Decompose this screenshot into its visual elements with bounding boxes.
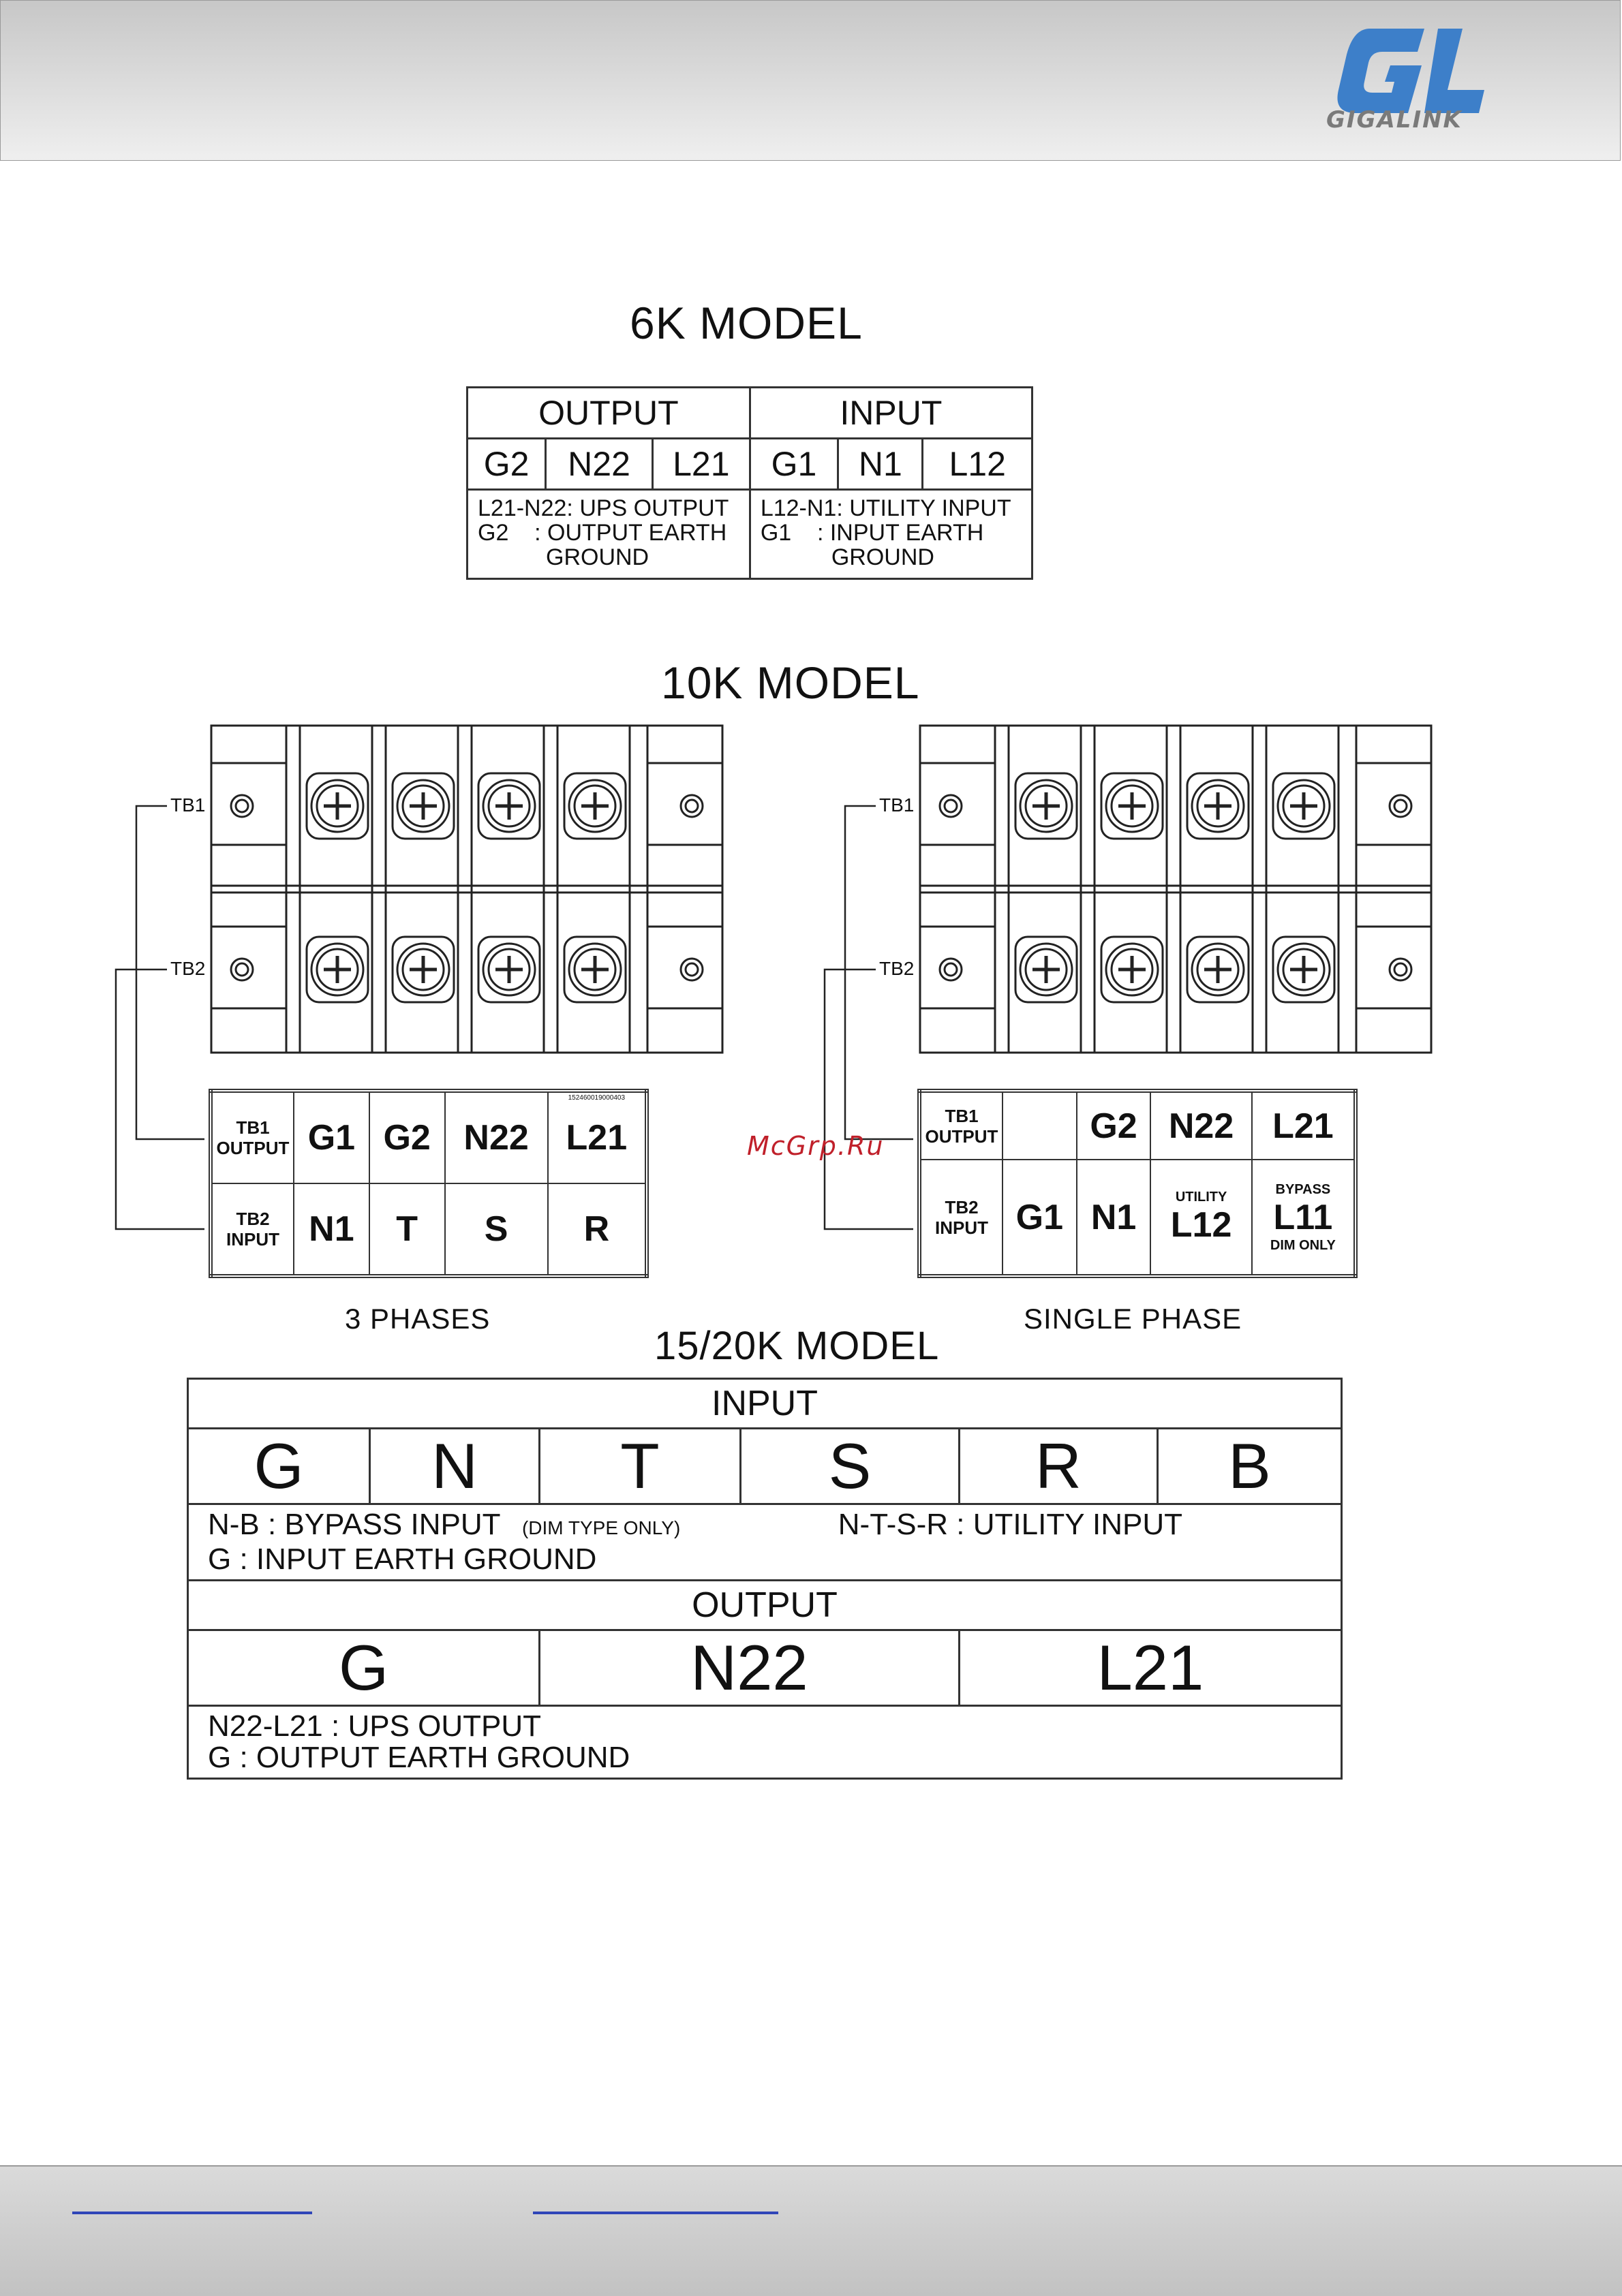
terminal-cell: N1 [837, 437, 924, 491]
tb2-input-label: TB2 INPUT [210, 1183, 294, 1277]
label-line: OUTPUT [216, 1138, 290, 1158]
dim-only-label: DIM ONLY [1270, 1237, 1336, 1253]
bypass-note: N-B : BYPASS INPUT (DIM TYPE ONLY) [208, 1509, 680, 1544]
note-line: L12-N1: UTILITY INPUT [760, 495, 1011, 521]
three-phase-caption: 3 PHASES [345, 1303, 491, 1335]
single-phase-table: TB1 OUTPUT G2 N22 L21 TB2 INPUT G1 N1 UT… [917, 1089, 1358, 1278]
label-line: TB1 [236, 1117, 270, 1138]
terminal-cell: B [1157, 1427, 1343, 1505]
terminal-cell: T [368, 1183, 446, 1277]
tb1-label-right: TB1 [879, 794, 915, 816]
input-note: L12-N1: UTILITY INPUT G1 : INPUT EARTH G… [748, 488, 1034, 580]
terminal-cell: N22 [545, 437, 654, 491]
label-line: INPUT [935, 1217, 988, 1238]
model-6k-table: OUTPUT INPUT G2 N22 L21 G1 N1 L12 L21-N2… [465, 386, 1034, 580]
page-footer [0, 2165, 1622, 2296]
terminal-label: L11 [1273, 1197, 1333, 1237]
three-phase-legend: TB1 OUTPUT G1 G2 N22 152460019000403 L21… [209, 1089, 649, 1278]
tb1-output-label: TB1 OUTPUT [210, 1090, 294, 1184]
terminal-cell: G [186, 1427, 371, 1505]
terminal-cell [1002, 1089, 1077, 1161]
terminal-cell: T [538, 1427, 742, 1505]
terminal-cell: G2 [1075, 1089, 1152, 1161]
terminal-block-drawing-right [823, 724, 1433, 1230]
note-text: N-B : BYPASS INPUT [208, 1508, 500, 1541]
terminal-cell: G2 [465, 437, 547, 491]
note-line: G2 : OUTPUT EARTH [478, 520, 727, 546]
dim-type-note: (DIM TYPE ONLY) [521, 1517, 681, 1538]
utility-note: N-T-S-R : UTILITY INPUT [838, 1508, 1182, 1541]
output-header: OUTPUT [466, 386, 751, 439]
terminal-cell: N22 [1150, 1089, 1253, 1161]
gigalink-logo-icon [1337, 29, 1484, 113]
note-line: G : INPUT EARTH GROUND [208, 1542, 597, 1576]
note-line: GROUND [546, 544, 649, 570]
bypass-label: BYPASS [1275, 1181, 1331, 1197]
note-line: N22-L21 : UPS OUTPUT [208, 1709, 542, 1743]
output-note: N22-L21 : UPS OUTPUT G : OUTPUT EARTH GR… [187, 1705, 1343, 1780]
model-15k-title: 15/20K MODEL [654, 1324, 940, 1368]
output-header: OUTPUT [187, 1579, 1343, 1631]
note-line: L21-N22: UPS OUTPUT [478, 495, 729, 521]
terminal-block-drawing-left [114, 724, 724, 1230]
model-6k-title: 6K MODEL [630, 298, 863, 348]
terminal-cell: L21 [651, 437, 751, 491]
tb1-output-label: TB1 OUTPUT [919, 1089, 1003, 1161]
terminal-cell: G [187, 1629, 540, 1707]
terminal-cell: UTILITY L12 [1150, 1159, 1253, 1277]
label-line: TB1 [945, 1105, 979, 1126]
terminal-cell: N [369, 1427, 540, 1505]
terminal-cell: G1 [293, 1090, 370, 1184]
tb1-label-left: TB1 [170, 794, 206, 816]
terminal-cell: S [739, 1427, 960, 1505]
gigalink-logo: GIGALINK [1322, 25, 1499, 134]
terminal-cell: G2 [368, 1090, 446, 1184]
terminal-cell: N1 [293, 1183, 370, 1277]
label-line: INPUT [226, 1229, 279, 1250]
terminal-label: L21 [566, 1118, 628, 1158]
note-line: G : OUTPUT EARTH GROUND [208, 1741, 630, 1774]
input-note: N-B : BYPASS INPUT (DIM TYPE ONLY) N-T-S… [187, 1503, 1343, 1581]
label-line: OUTPUT [925, 1126, 998, 1147]
three-phase-table: TB1 OUTPUT G1 G2 N22 152460019000403 L21… [209, 1089, 649, 1278]
terminal-cell: L21 [1251, 1089, 1357, 1161]
terminal-cell: N22 [444, 1090, 549, 1184]
terminal-cell: L21 [958, 1629, 1343, 1707]
terminal-cell: G1 [748, 437, 840, 491]
model-10k-title: 10K MODEL [661, 657, 920, 708]
logo-wordmark: GIGALINK [1326, 106, 1463, 134]
terminal-cell: L12 [921, 437, 1033, 491]
input-header: INPUT [748, 386, 1034, 439]
terminal-cell: G1 [1002, 1159, 1077, 1277]
terminal-cell: BYPASS L11 DIM ONLY [1251, 1159, 1357, 1277]
utility-label: UTILITY [1175, 1189, 1227, 1205]
single-phase-caption: SINGLE PHASE [1024, 1303, 1242, 1335]
tb2-label-left: TB2 [170, 958, 206, 979]
footer-link-right[interactable] [533, 2212, 778, 2214]
note-line: N-B : BYPASS INPUT (DIM TYPE ONLY) N-T-S… [208, 1509, 1182, 1544]
terminal-cell: N22 [538, 1629, 960, 1707]
tiny-code: 152460019000403 [568, 1094, 626, 1102]
note-line: GROUND [831, 544, 934, 570]
label-line: TB2 [945, 1196, 979, 1217]
terminal-cell: R [958, 1427, 1159, 1505]
terminal-cell: 152460019000403 L21 [547, 1090, 648, 1184]
model-15k-table: INPUT G N T S R B N-B : BYPASS INPUT (DI… [186, 1378, 1343, 1780]
watermark: McGrp.Ru [747, 1131, 885, 1161]
tb2-label-right: TB2 [879, 958, 915, 979]
terminal-label: L12 [1170, 1205, 1232, 1245]
note-line: G1 : INPUT EARTH [760, 520, 984, 546]
output-note: L21-N22: UPS OUTPUT G2 : OUTPUT EARTH GR… [466, 488, 751, 580]
label-line: TB2 [236, 1209, 270, 1229]
input-header: INPUT [187, 1378, 1343, 1429]
footer-link-left[interactable] [72, 2212, 312, 2214]
terminal-cell: N1 [1075, 1159, 1152, 1277]
single-phase-legend: TB1 OUTPUT G2 N22 L21 TB2 INPUT G1 N1 UT… [917, 1089, 1358, 1278]
terminal-cell: R [547, 1183, 648, 1277]
tb2-input-label: TB2 INPUT [919, 1159, 1003, 1277]
terminal-cell: S [444, 1183, 549, 1277]
